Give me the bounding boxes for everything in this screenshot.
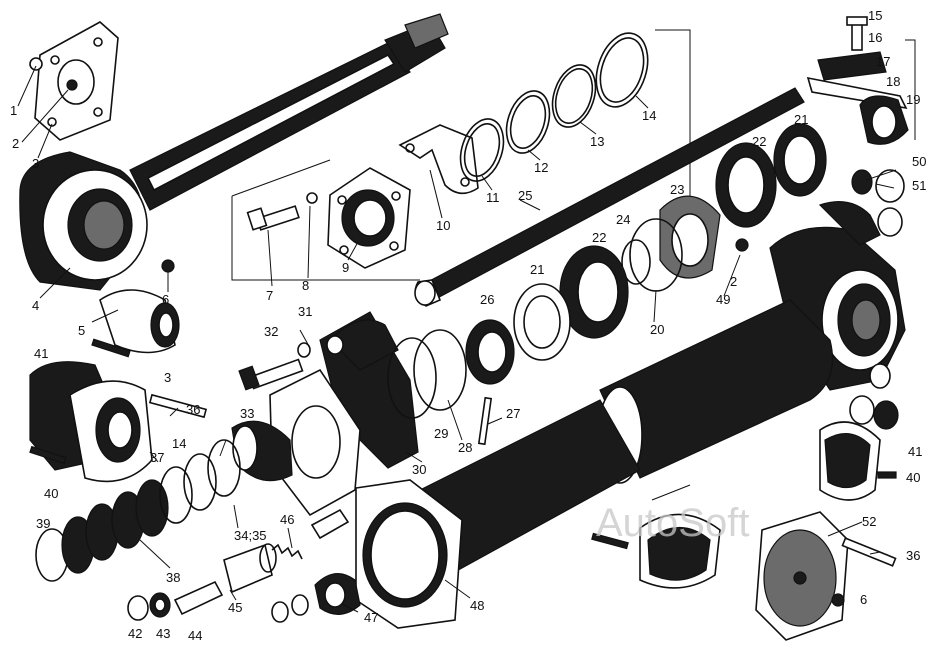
label-21a: 21 <box>794 112 808 127</box>
label-42: 42 <box>128 626 142 641</box>
label-38: 38 <box>166 570 180 585</box>
label-41a: 41 <box>34 346 48 361</box>
label-36b: 36 <box>906 548 920 563</box>
label-28: 28 <box>458 440 472 455</box>
label-45: 45 <box>228 600 242 615</box>
label-1: 1 <box>10 103 17 118</box>
label-3b: 3 <box>164 370 171 385</box>
part-labels: 1 2 3 4 5 6 7 8 9 10 11 12 13 14 15 16 1… <box>10 8 926 643</box>
label-31: 31 <box>298 304 312 319</box>
label-12: 12 <box>534 160 548 175</box>
label-10: 10 <box>436 218 450 233</box>
lower-right-group <box>591 421 897 641</box>
clamp-group <box>806 16 916 145</box>
flange-bolt-group <box>231 159 420 281</box>
valve-parts <box>127 508 361 623</box>
label-21b: 21 <box>530 262 544 277</box>
label-3: 3 <box>32 156 39 171</box>
label-46: 46 <box>280 512 294 527</box>
label-22a: 22 <box>752 134 766 149</box>
label-27: 27 <box>506 406 520 421</box>
label-29: 29 <box>434 426 448 441</box>
label-25: 25 <box>518 188 532 203</box>
label-30: 30 <box>412 462 426 477</box>
label-51: 51 <box>912 178 926 193</box>
label-50: 50 <box>912 154 926 169</box>
label-7: 7 <box>266 288 273 303</box>
label-39: 39 <box>36 516 50 531</box>
label-22b: 22 <box>592 230 606 245</box>
label-40a: 40 <box>44 486 58 501</box>
label-26: 26 <box>480 292 494 307</box>
label-33: 33 <box>240 406 254 421</box>
label-23: 23 <box>670 182 684 197</box>
label-24: 24 <box>616 212 630 227</box>
label-13: 13 <box>590 134 604 149</box>
label-44: 44 <box>188 628 202 643</box>
upper-shaft-assembly <box>19 13 449 354</box>
label-34-35: 34;35 <box>234 528 267 543</box>
label-41b: 41 <box>908 444 922 459</box>
cylinder-tubes <box>355 299 834 629</box>
left-housing-group <box>29 338 241 582</box>
label-40b: 40 <box>906 470 920 485</box>
label-20: 20 <box>650 322 664 337</box>
bearing-group <box>465 123 827 385</box>
label-9: 9 <box>342 260 349 275</box>
label-18: 18 <box>886 74 900 89</box>
label-4: 4 <box>32 298 39 313</box>
seal-rings <box>387 329 493 446</box>
leader-lines <box>17 65 897 613</box>
label-32: 32 <box>264 324 278 339</box>
label-14b: 14 <box>172 436 186 451</box>
label-11: 11 <box>486 190 500 205</box>
label-19: 19 <box>906 92 920 107</box>
label-16: 16 <box>868 30 882 45</box>
label-37: 37 <box>150 450 164 465</box>
label-14: 14 <box>642 108 656 123</box>
label-17: 17 <box>876 54 890 69</box>
label-6: 6 <box>162 292 169 307</box>
label-2: 2 <box>12 136 19 151</box>
bracket-group <box>231 311 419 517</box>
label-8: 8 <box>302 278 309 293</box>
label-48: 48 <box>470 598 484 613</box>
label-43: 43 <box>156 626 170 641</box>
label-2b: 2 <box>730 274 737 289</box>
label-6b: 6 <box>860 592 867 607</box>
label-15: 15 <box>868 8 882 23</box>
watermark-text: AutoSoft <box>596 501 749 545</box>
label-52: 52 <box>862 514 876 529</box>
label-5: 5 <box>78 323 85 338</box>
rod-25 <box>414 87 805 307</box>
label-47: 47 <box>364 610 378 625</box>
label-36a: 36 <box>186 402 200 417</box>
label-49: 49 <box>716 292 730 307</box>
